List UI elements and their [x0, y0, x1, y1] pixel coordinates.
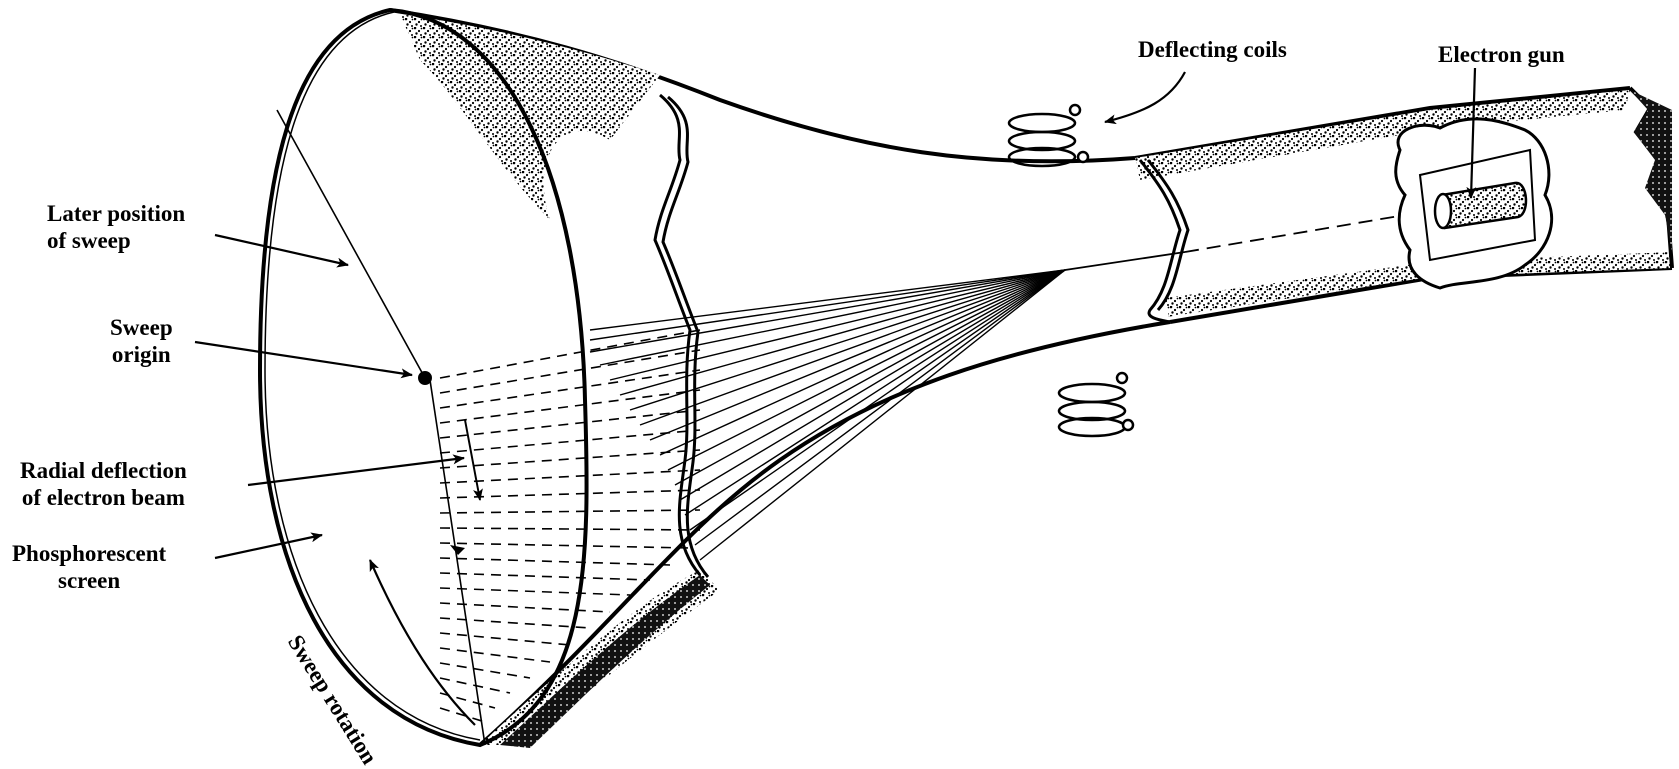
- label-sweep-origin: Sweep origin: [110, 314, 173, 368]
- coil-upper: [1009, 105, 1088, 166]
- label-radial-deflection: Radial deflection of electron beam: [20, 457, 187, 511]
- crt-diagram: [0, 0, 1679, 751]
- coil-lower: [1059, 373, 1133, 436]
- arrow-later-position: [215, 235, 348, 265]
- label-later-position: Later position of sweep: [47, 200, 185, 254]
- label-phosphorescent-screen: Phosphorescent screen: [12, 540, 166, 594]
- arrow-sweep-origin: [195, 342, 412, 375]
- tube-funnel: [390, 10, 1170, 748]
- arrow-sweep-rotation: [370, 560, 475, 725]
- sweep-origin-dot: [418, 371, 432, 385]
- arrow-phosphorescent-screen: [215, 535, 322, 558]
- arrow-deflecting-coils: [1105, 72, 1185, 122]
- label-electron-gun: Electron gun: [1438, 41, 1565, 68]
- label-deflecting-coils: Deflecting coils: [1138, 36, 1287, 63]
- arrow-radial-deflection: [248, 458, 464, 485]
